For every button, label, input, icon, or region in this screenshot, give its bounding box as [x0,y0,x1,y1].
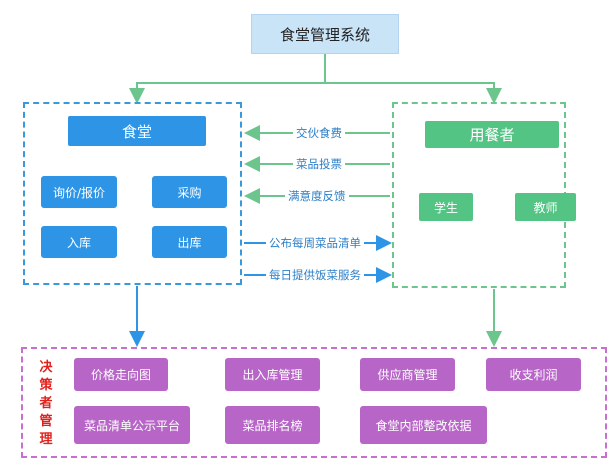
canteen-item-purchase: 采购 [152,176,227,208]
canteen-item-stock-in: 入库 [41,226,117,258]
canteen-item-stock-out: 出库 [152,226,227,258]
decision-item-rectification: 食堂内部整改依据 [360,406,487,444]
flow-label-fee: 交伙食费 [293,125,345,141]
title-connector [129,54,326,104]
diners-item-teacher: 教师 [515,193,576,221]
diners-header: 用餐者 [425,121,559,148]
canteen-header: 食堂 [68,116,206,146]
decision-item-menu-platform: 菜品清单公示平台 [74,406,190,444]
diners-item-student: 学生 [419,193,473,221]
decision-group [21,347,607,458]
flow-label-daily-service: 每日提供饭菜服务 [266,267,364,283]
flow-label-vote: 菜品投票 [293,156,345,172]
decision-label: 决策者管理 [39,360,53,447]
decision-item-inventory: 出入库管理 [225,358,320,391]
system-title: 食堂管理系统 [251,14,399,54]
canteen-group [23,102,242,285]
flow-label-feedback: 满意度反馈 [285,188,349,204]
decision-item-profit: 收支利润 [486,358,581,391]
decision-item-supplier: 供应商管理 [360,358,455,391]
flow-label-weekly-menu: 公布每周菜品清单 [266,235,364,251]
title-connector-right [325,82,502,104]
decision-item-price-trend: 价格走向图 [74,358,168,391]
decision-item-dish-ranking: 菜品排名榜 [225,406,320,444]
canteen-item-inquiry: 询价/报价 [41,176,117,208]
